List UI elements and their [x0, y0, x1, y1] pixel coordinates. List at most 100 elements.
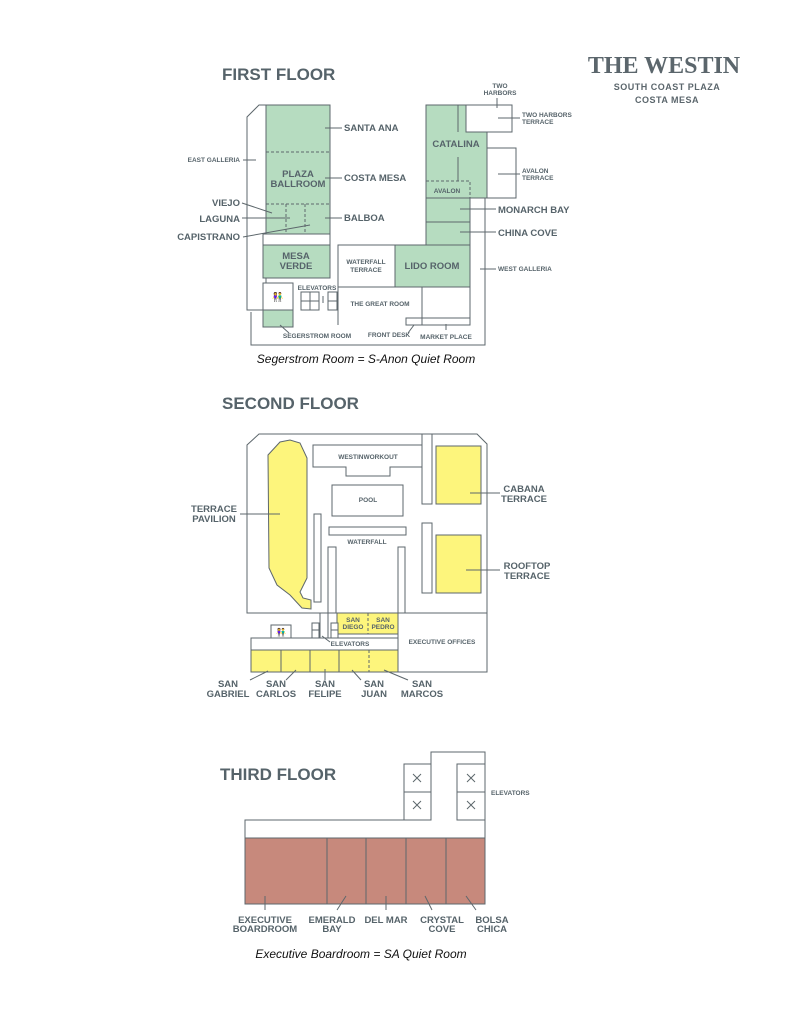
third-floor-note: Executive Boardroom = SA Quiet Room [255, 947, 466, 961]
second-floor-title: SECOND FLOOR [222, 394, 359, 413]
elevators-icon [311, 622, 339, 639]
executive-offices [397, 612, 488, 673]
svg-text:MESA: MESA [282, 251, 310, 262]
svg-text:PLAZA: PLAZA [282, 169, 314, 180]
svg-text:LAGUNA: LAGUNA [199, 214, 240, 225]
svg-text:POOL: POOL [359, 497, 377, 504]
rooftop-terrace[interactable] [435, 534, 482, 594]
svg-text:TERRACE: TERRACE [191, 504, 237, 515]
svg-text:BALLROOM: BALLROOM [271, 179, 326, 190]
first-floor-note: Segerstrom Room = S-Anon Quiet Room [257, 352, 475, 366]
svg-text:TERRACE: TERRACE [501, 494, 547, 505]
svg-text:ELEVATORS: ELEVATORS [331, 641, 370, 648]
svg-text:CHINA COVE: CHINA COVE [498, 228, 557, 239]
svg-text:SEGERSTROM ROOM: SEGERSTROM ROOM [283, 333, 351, 340]
svg-text:THE GREAT ROOM: THE GREAT ROOM [350, 301, 409, 308]
svg-text:DIEGO: DIEGO [343, 624, 364, 631]
svg-text:TERRACE: TERRACE [522, 175, 554, 182]
svg-text:PAVILION: PAVILION [192, 514, 236, 525]
lido-room[interactable] [394, 244, 471, 288]
svg-text:DEL MAR: DEL MAR [364, 915, 407, 926]
svg-text:WESTINWORKOUT: WESTINWORKOUT [338, 454, 398, 461]
westin-logo: THE WESTIN SOUTH COAST PLAZA COSTA MESA [588, 53, 741, 105]
svg-text:BOLSA: BOLSA [475, 915, 508, 926]
svg-text:EAST GALLERIA: EAST GALLERIA [188, 157, 241, 164]
boardrooms[interactable] [244, 837, 486, 905]
svg-text:FELIPE: FELIPE [308, 689, 341, 700]
svg-text:TWO HARBORS: TWO HARBORS [522, 112, 572, 119]
mesa-verde[interactable] [262, 244, 331, 279]
svg-text:FRONT DESK: FRONT DESK [368, 332, 411, 339]
svg-text:BAY: BAY [322, 924, 342, 935]
svg-text:CRYSTAL: CRYSTAL [420, 915, 464, 926]
svg-text:WEST GALLERIA: WEST GALLERIA [498, 266, 552, 273]
svg-text:SANTA ANA: SANTA ANA [344, 123, 399, 134]
svg-text:TERRACE: TERRACE [522, 119, 554, 126]
waterfall [328, 526, 407, 536]
svg-text:SAN: SAN [315, 679, 335, 690]
svg-text:EMERALD: EMERALD [309, 915, 356, 926]
svg-text:BALBOA: BALBOA [344, 213, 385, 224]
svg-text:ROOFTOP: ROOFTOP [504, 561, 551, 572]
outer-wall [250, 198, 486, 346]
svg-text:CARLOS: CARLOS [256, 689, 296, 700]
svg-text:MONARCH BAY: MONARCH BAY [498, 205, 570, 216]
svg-text:TERRACE: TERRACE [350, 267, 382, 274]
svg-text:THE WESTIN: THE WESTIN [588, 53, 741, 79]
svg-text:WATERFALL: WATERFALL [347, 539, 386, 546]
restroom [270, 624, 292, 639]
svg-text:SAN: SAN [218, 679, 238, 690]
svg-text:CATALINA: CATALINA [432, 139, 479, 150]
segerstrom-room[interactable] [262, 309, 294, 328]
elevators-icon [300, 291, 338, 311]
first-floor-title: FIRST FLOOR [222, 65, 335, 84]
elevators-icon [403, 763, 486, 821]
plaza-ballroom[interactable] [265, 104, 331, 235]
terrace-pavilion[interactable] [267, 439, 312, 610]
svg-text:TERRACE: TERRACE [504, 571, 550, 582]
avalon-terrace [486, 147, 517, 199]
svg-text:CAPISTRANO: CAPISTRANO [177, 232, 240, 243]
svg-text:VERDE: VERDE [280, 261, 313, 272]
san-rooms[interactable] [250, 649, 399, 673]
svg-text:VIEJO: VIEJO [212, 198, 240, 209]
first-floor: FIRST FLOOR 👫 [177, 65, 572, 366]
svg-text:CABANA: CABANA [503, 484, 544, 495]
svg-text:JUAN: JUAN [361, 689, 387, 700]
svg-text:SAN: SAN [346, 617, 360, 624]
svg-text:SAN: SAN [412, 679, 432, 690]
svg-text:EXECUTIVE OFFICES: EXECUTIVE OFFICES [409, 639, 476, 646]
svg-text:MARKET PLACE: MARKET PLACE [420, 334, 472, 341]
svg-text:WATERFALL: WATERFALL [346, 259, 385, 266]
restroom [262, 282, 294, 311]
restroom-icon: 👫 [276, 627, 286, 637]
restroom-icon: 👫 [272, 291, 283, 302]
svg-text:SAN: SAN [376, 617, 390, 624]
svg-text:COVE: COVE [429, 924, 456, 935]
svg-text:ELEVATORS: ELEVATORS [298, 285, 337, 292]
third-floor: THIRD FLOOR ELEVATORS EXECUTIVE BOARDROO… [220, 751, 530, 961]
svg-text:LIDO ROOM: LIDO ROOM [405, 261, 460, 272]
second-floor: SECOND FLOOR 👫 [191, 394, 551, 700]
svg-text:MARCOS: MARCOS [401, 689, 443, 700]
market-place [421, 286, 471, 319]
svg-text:CHICA: CHICA [477, 924, 507, 935]
svg-text:AVALON: AVALON [522, 168, 549, 175]
svg-text:SOUTH COAST PLAZA: SOUTH COAST PLAZA [614, 82, 721, 92]
svg-text:ELEVATORS: ELEVATORS [491, 790, 530, 797]
third-floor-title: THIRD FLOOR [220, 765, 336, 784]
svg-text:AVALON: AVALON [434, 188, 461, 195]
svg-text:PEDRO: PEDRO [371, 624, 394, 631]
svg-text:EXECUTIVE: EXECUTIVE [238, 915, 292, 926]
pool [331, 484, 404, 517]
svg-text:TWO: TWO [492, 83, 507, 90]
svg-text:BOARDROOM: BOARDROOM [233, 924, 297, 935]
svg-text:SAN: SAN [364, 679, 384, 690]
svg-text:COSTA MESA: COSTA MESA [344, 173, 406, 184]
svg-text:GABRIEL: GABRIEL [207, 689, 250, 700]
svg-text:SAN: SAN [266, 679, 286, 690]
waterfall-terrace [337, 244, 396, 288]
cabana-terrace[interactable] [435, 445, 482, 505]
svg-text:HARBORS: HARBORS [484, 90, 518, 97]
